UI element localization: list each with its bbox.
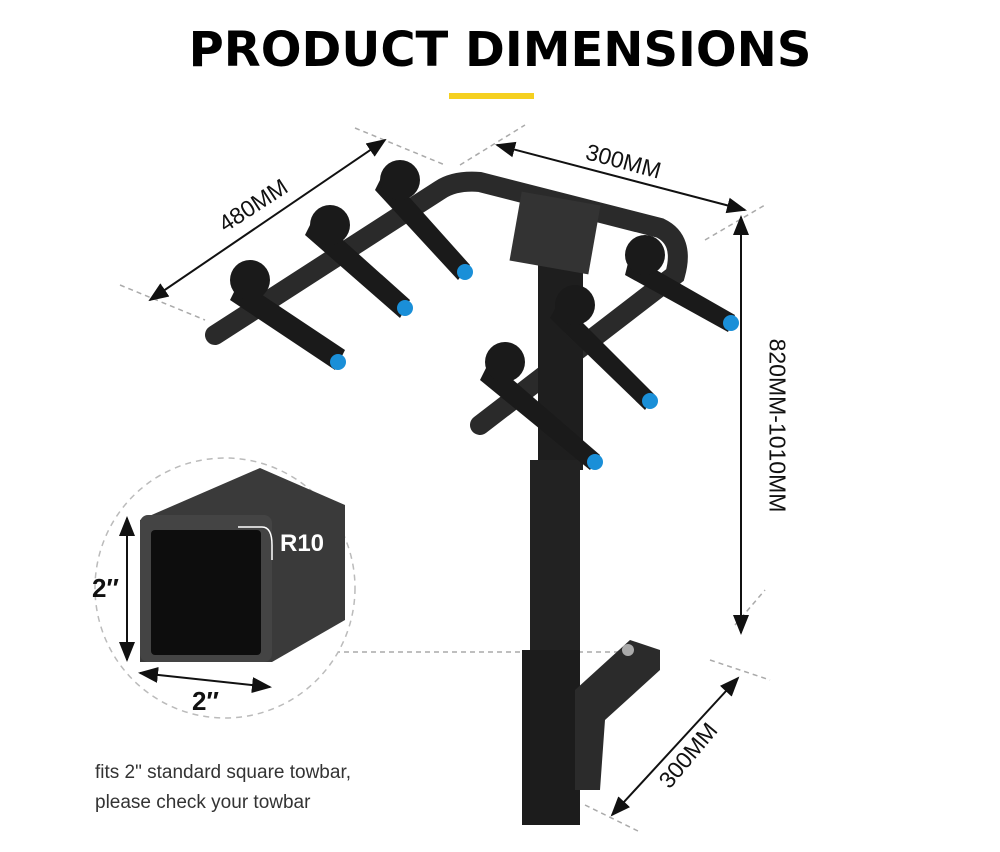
- inset-width-label: 2″: [192, 686, 219, 716]
- height-label: 820MM-1010MM: [764, 338, 791, 513]
- note-line-2: please check your towbar: [95, 792, 311, 813]
- bike-rack: [205, 160, 739, 825]
- inset-radius-label: R10: [280, 530, 325, 557]
- hitch-tube-inset: [94, 457, 356, 719]
- towbar-note: fits 2" standard square towbar, please c…: [95, 758, 351, 818]
- dimension-arrows: [148, 138, 749, 817]
- title-underline: [449, 93, 534, 99]
- page-title: PRODUCT DIMENSIONS: [188, 22, 812, 78]
- note-line-1: fits 2" standard square towbar,: [95, 762, 351, 783]
- extension-lines: [119, 124, 771, 833]
- inset-height-label: 2″: [92, 573, 119, 603]
